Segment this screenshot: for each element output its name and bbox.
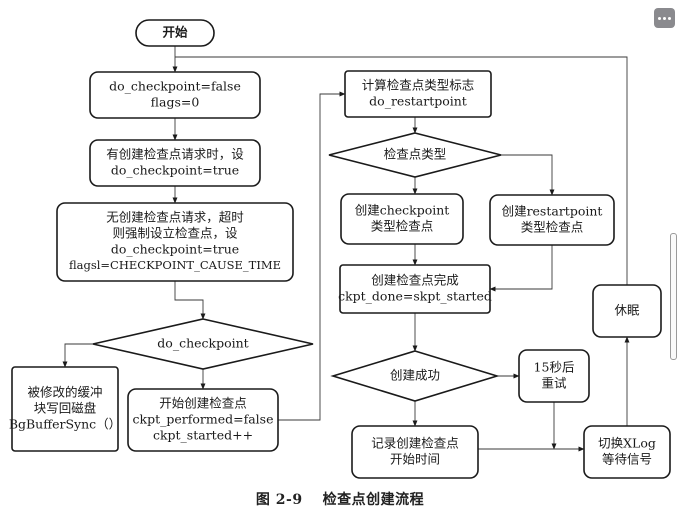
node-label: 计算检查点类型标志 — [362, 78, 475, 93]
node-label: 则强制设立检查点，设 — [112, 226, 238, 241]
process-box — [127, 388, 279, 452]
more-horizontal-icon — [658, 16, 661, 20]
process-box — [489, 194, 615, 246]
process-box — [339, 264, 491, 314]
node-label: 开始 — [162, 25, 188, 40]
process-box — [89, 139, 261, 187]
node-label: do_restartpoint — [369, 94, 467, 109]
node-label: 15秒后 — [534, 360, 575, 375]
node-label: 记录创建检查点 — [371, 436, 459, 451]
node-label: do_checkpoint=false — [109, 79, 241, 94]
node-label: 等待信号 — [602, 452, 652, 467]
node-label: 类型检查点 — [521, 220, 584, 235]
node-begin: 开始创建检查点ckpt_performed=falseckpt_started+… — [127, 388, 279, 452]
node-label: 开始时间 — [390, 452, 440, 467]
node-label: ckpt_started++ — [153, 428, 253, 443]
decision-diamond — [328, 132, 502, 178]
node-decide-checkpoint: do_checkpoint — [92, 318, 314, 370]
figure-number: 图 2-9 — [255, 492, 303, 508]
node-label: 重试 — [541, 376, 567, 391]
node-label: ckpt_done=skpt_started — [338, 289, 492, 304]
process-box — [583, 425, 671, 479]
node-request: 有创建检查点请求时，设do_checkpoint=true — [89, 139, 261, 187]
process-box — [89, 71, 261, 119]
node-label: BgBufferSync（） — [9, 417, 121, 432]
node-label: 被修改的缓冲 — [27, 385, 102, 400]
process-box — [11, 366, 119, 452]
process-box — [344, 70, 492, 118]
node-label: 创建检查点完成 — [371, 273, 459, 288]
decision-diamond — [330, 350, 500, 402]
node-label: 创建成功 — [390, 368, 440, 383]
node-start: 开始 — [135, 19, 215, 47]
process-box — [518, 349, 590, 403]
nodes: 开始do_checkpoint=falseflags=0有创建检查点请求时，设d… — [9, 19, 671, 479]
figure-caption: 图 2-9 检查点创建流程 — [0, 489, 680, 509]
edge-timeout-decide — [174, 281, 206, 320]
edge-sleep-loop — [175, 56, 628, 285]
node-decide-success: 创建成功 — [330, 350, 500, 402]
node-label: flagsl=CHECKPOINT_CAUSE_TIME — [69, 258, 281, 272]
edge-decide-bgwrite — [62, 343, 93, 368]
node-label: 创建restartpoint — [502, 204, 603, 219]
node-label: ckpt_performed=false — [133, 412, 274, 427]
node-label: 休眠 — [614, 303, 640, 318]
process-box — [592, 284, 662, 338]
more-horizontal-icon-dot — [668, 16, 671, 20]
edges — [62, 46, 630, 452]
process-box — [340, 193, 464, 245]
figure-title: 检查点创建流程 — [322, 492, 425, 508]
node-timeout: 无创建检查点请求，超时则强制设立检查点，设do_checkpoint=truef… — [56, 202, 294, 282]
node-label: do_checkpoint=true — [111, 163, 239, 178]
node-label: 开始创建检查点 — [159, 396, 247, 411]
edge-begin-calc — [278, 91, 346, 421]
node-label: 切换XLog — [598, 436, 656, 451]
edge-rp-done — [489, 245, 553, 292]
process-box — [351, 425, 479, 479]
decision-diamond — [92, 318, 314, 370]
node-decide-type: 检查点类型 — [328, 132, 502, 178]
node-label: do_checkpoint=true — [111, 242, 239, 257]
node-label: 块写回磁盘 — [34, 401, 97, 416]
node-label: flags=0 — [151, 95, 200, 110]
node-label: 创建checkpoint — [355, 203, 450, 218]
terminator-shape — [135, 19, 215, 47]
more-options-button[interactable] — [654, 8, 675, 28]
node-label: do_checkpoint — [157, 336, 248, 351]
node-label: 无创建检查点请求，超时 — [106, 210, 244, 225]
node-label: 类型检查点 — [371, 219, 434, 234]
edge-decidetype-rp — [501, 154, 555, 196]
process-box — [56, 202, 294, 282]
node-label: 有创建检查点请求时，设 — [106, 147, 244, 162]
node-label: 检查点类型 — [384, 147, 447, 162]
vertical-scrollbar[interactable] — [670, 233, 677, 360]
node-sleep: 休眠 — [592, 284, 662, 338]
more-horizontal-icon-dot — [663, 16, 666, 20]
